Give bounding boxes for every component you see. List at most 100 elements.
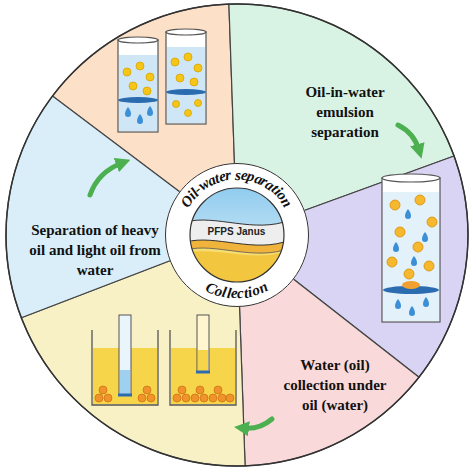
beaker-icon [178, 386, 186, 394]
cylinder-icon [194, 64, 202, 72]
emulsion-cylinder [393, 242, 399, 252]
cylinder-icon [166, 89, 206, 95]
beaker-icon [173, 394, 181, 402]
janus-membrane [186, 186, 290, 290]
emulsion-cylinder [413, 242, 423, 252]
emulsion-cylinder [415, 195, 425, 205]
cylinder-icon [125, 106, 153, 124]
beaker-icon [119, 315, 131, 395]
cylinder-icon [195, 100, 202, 107]
cylinder-icon [190, 78, 198, 86]
emulsion-cylinder [387, 257, 397, 267]
emulsion-cylinder [424, 261, 434, 271]
beaker-icon [218, 394, 226, 402]
cylinder-icon [119, 55, 157, 131]
cylinder-icon [171, 58, 179, 66]
janus-membrane [186, 220, 290, 245]
panel-label: Water (oil) collection under oil (water) [274, 355, 396, 415]
emulsion-cylinder [390, 200, 400, 210]
cylinder-icon [125, 107, 131, 117]
emulsion-cylinder [405, 209, 411, 219]
beaker-icon [214, 386, 222, 394]
emulsion-cylinder [427, 217, 437, 227]
cylinder-icon [118, 40, 158, 132]
flow-arrow [90, 163, 122, 195]
beaker-icon [196, 371, 210, 374]
emulsion-cylinder [411, 256, 417, 266]
emulsion-cylinder [383, 192, 439, 321]
cylinder-icon [118, 37, 158, 43]
arc-letter: r [224, 168, 232, 184]
wheel-sector [6, 4, 468, 466]
emulsion-cylinder [402, 281, 420, 289]
beaker-icon [226, 394, 234, 402]
beaker-icon [197, 315, 209, 372]
beaker-icon [104, 394, 112, 402]
emulsion-cylinder [387, 195, 437, 279]
emulsion-cylinder [409, 306, 415, 316]
cylinder-icon [184, 53, 192, 61]
emulsion-cylinder [382, 178, 440, 322]
center-ring [190, 188, 284, 282]
emulsion-cylinder [395, 227, 405, 237]
beaker-icon [209, 394, 217, 402]
beaker-icon [99, 386, 107, 394]
membrane-label: PFPS Janus [208, 227, 266, 237]
cylinder-icon [171, 53, 202, 117]
cylinder-icon [176, 74, 184, 82]
beaker-icon [143, 386, 151, 394]
cylinder-icon [136, 62, 144, 70]
beaker-icon [138, 394, 146, 402]
beaker-icon [118, 394, 132, 397]
center-disc [165, 163, 309, 307]
cylinder-icon [166, 29, 206, 35]
arc-title: Collection [166, 164, 308, 306]
emulsion-cylinder [382, 174, 440, 322]
beaker-icon [200, 394, 208, 402]
flow-arrow [243, 419, 272, 428]
cylinder-icon [118, 29, 206, 132]
cylinder-icon [173, 101, 180, 108]
beaker-icon [171, 348, 235, 404]
emulsion-cylinder [393, 209, 429, 316]
beaker-icon [173, 386, 234, 402]
beaker-icon [92, 315, 236, 405]
emulsion-cylinder [423, 297, 429, 307]
cylinder-icon [123, 68, 131, 76]
cylinder-icon [166, 32, 206, 124]
text-panel: Separation of heavy oil and light oil fr… [27, 220, 163, 280]
cylinder-icon [147, 106, 153, 116]
beaker-icon [95, 394, 103, 402]
cylinder-icon [137, 114, 143, 124]
beaker-icon [120, 370, 130, 394]
panel-label: Oil-in-water emulsion separation [281, 82, 409, 142]
beaker-icon [191, 394, 199, 402]
beaker-icon [196, 386, 204, 394]
emulsion-cylinder [404, 269, 414, 279]
beaker-icon [198, 350, 208, 371]
beaker-icon [147, 394, 155, 402]
cylinder-icon [146, 73, 154, 81]
emulsion-cylinder [422, 232, 428, 242]
text-panel: Water (oil) collection under oil (water) [274, 355, 396, 415]
beaker-icon [182, 394, 190, 402]
arc-letter [231, 167, 236, 182]
cylinder-icon [118, 97, 158, 103]
cylinder-icon [129, 82, 137, 90]
emulsion-cylinder [382, 174, 440, 182]
flow-arrow [398, 125, 419, 150]
wheel-rim [6, 4, 468, 466]
cylinder-icon [143, 87, 151, 95]
janus-membrane [186, 250, 290, 290]
cylinder-icon [167, 47, 205, 123]
center-badge: Oil-water separationPFPS JanusCollection [165, 163, 309, 307]
cylinder-icon [185, 110, 192, 117]
emulsion-cylinder [395, 299, 401, 309]
arc-letter: e [230, 286, 237, 301]
flow-arrow [90, 125, 419, 428]
panel-label: Separation of heavy oil and light oil fr… [27, 220, 163, 280]
cylinder-icon [123, 62, 154, 95]
text-panel: Oil-in-water emulsion separation [281, 82, 409, 142]
